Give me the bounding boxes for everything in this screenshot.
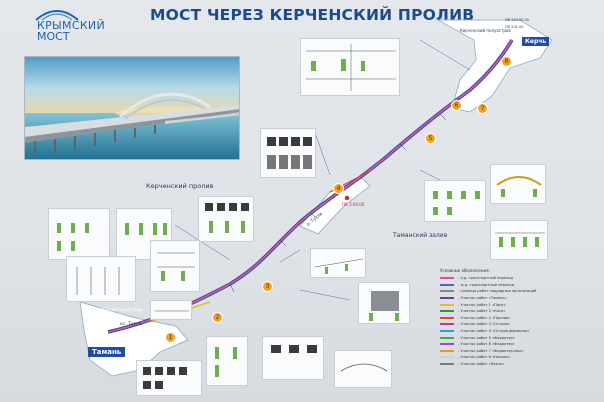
kerch-town-badge: Керчь: [522, 37, 550, 46]
legend-item-label: - Участок работ 2 «Пролив»: [458, 315, 511, 320]
legend-item: - граница работ подрядных организаций: [440, 288, 580, 295]
legend-item: - ж.д. транспортный переход: [440, 282, 580, 289]
pk-top-left-label: ПК 231.00: [505, 25, 524, 29]
legend-swatch: [440, 343, 454, 346]
legend-swatch: [440, 349, 454, 352]
legend-swatch: [440, 363, 454, 366]
legend-swatch: [440, 316, 454, 319]
legend-item-label: - граница работ подрядных организаций: [458, 289, 537, 294]
legend-item-label: - Участок работ 1 «Пирс»: [458, 302, 506, 307]
legend-item: - Участок работ 4 «Остров-фарватер»: [440, 328, 580, 335]
section-marker-6: 6: [451, 100, 462, 111]
drawing-card: [48, 208, 110, 260]
legend: Условные обозначения: - а.д. транспортны…: [440, 268, 580, 367]
legend-item-label: - Участок работ 5 «Фарватер»: [458, 335, 515, 340]
legend-item-label: - Участок работ «Керчь»: [458, 362, 505, 367]
legend-item: - Участок работ 6 «Фарватер»: [440, 341, 580, 348]
legend-item: - Участок работ 3 «Остров»: [440, 321, 580, 328]
legend-item: - Участок работ 8 «Насыпь»: [440, 354, 580, 361]
tuzla-spit-label: кс. Тузла: [120, 322, 142, 327]
legend-item-label: - Участок работ 4 «Остров-фарватер»: [458, 329, 530, 334]
drawing-card: [206, 336, 248, 386]
legend-title: Условные обозначения:: [440, 268, 490, 273]
page-title: МОСТ ЧЕРЕЗ КЕРЧЕНСКИЙ ПРОЛИВ: [150, 6, 475, 24]
legend-item-label: - Участок работ «Тамань»: [458, 296, 507, 301]
section-marker-1: 1: [165, 332, 176, 343]
legend-swatch: [440, 290, 454, 293]
taman-peninsula-label: Таманский полуостров: [94, 307, 143, 312]
drawing-card: [424, 180, 486, 222]
legend-item-label: - а.д. транспортный переход: [458, 276, 513, 281]
logo-text: КРЫМСКИЙ: [37, 19, 105, 32]
legend-swatch: [440, 303, 454, 306]
drawing-card: [260, 128, 316, 178]
bay-label: Таманский залив: [393, 232, 448, 239]
legend-item-label: - Участок работ 2 «Коса»: [458, 309, 506, 314]
section-marker-2: 2: [212, 312, 223, 323]
legend-item-label: - Участок работ 3 «Остров»: [458, 322, 510, 327]
drawing-card: [198, 196, 254, 242]
drawing-card: [310, 248, 366, 278]
legend-swatch: [440, 356, 454, 359]
drawing-card: [358, 282, 410, 324]
legend-swatch: [440, 323, 454, 326]
legend-swatch: [440, 297, 454, 300]
taman-town-badge: Тамань: [88, 347, 126, 357]
legend-item-label: - ж.д. транспортный переход: [458, 282, 514, 287]
legend-item: - Участок работ «Керчь»: [440, 361, 580, 368]
logo-text-secondary: МОСТ: [37, 30, 70, 43]
section-marker-4: 4: [333, 183, 344, 194]
legend-item: - Участок работ 2 «Коса»: [440, 308, 580, 315]
drawing-card: [66, 256, 136, 302]
legend-item-label: - Участок работ 6 «Фарватер»: [458, 342, 515, 347]
section-marker-3: 3: [262, 281, 273, 292]
legend-swatch: [440, 336, 454, 339]
legend-item-label: - Участок работ 8 «Насыпь»: [458, 355, 511, 360]
drawing-card: [150, 240, 200, 292]
drawing-card: [490, 164, 546, 204]
legend-swatch: [440, 330, 454, 333]
legend-swatch: [440, 277, 454, 280]
legend-item: - Участок работ 1 «Пирс»: [440, 301, 580, 308]
strait-label: Керченский пролив: [146, 182, 214, 190]
legend-item: - Участок работ «Тамань»: [440, 295, 580, 302]
drawing-card: [136, 360, 202, 396]
pk-label: ПК 3.00.00: [342, 202, 365, 207]
pk-top-right-label: ПК 203.00.00: [505, 18, 530, 22]
legend-item: - Участок работ 7 «Фарватер-мыс»: [440, 348, 580, 355]
legend-item-label: - Участок работ 7 «Фарватер-мыс»: [458, 348, 524, 353]
drawing-card: [490, 220, 548, 260]
bridge-photo: [24, 56, 240, 160]
legend-list: - а.д. транспортный переход- ж.д. трансп…: [440, 275, 580, 367]
legend-swatch: [440, 310, 454, 313]
legend-item: - а.д. транспортный переход: [440, 275, 580, 282]
legend-swatch: [440, 283, 454, 286]
drawing-card: [150, 300, 192, 320]
kerch-peninsula-label: Керченский полуостров: [460, 28, 511, 33]
drawing-card: [262, 336, 324, 380]
drawing-card: [300, 38, 400, 96]
legend-item: - Участок работ 2 «Пролив»: [440, 315, 580, 322]
drawing-card: [334, 350, 392, 388]
section-marker-7: 7: [477, 103, 488, 114]
legend-item: - Участок работ 5 «Фарватер»: [440, 334, 580, 341]
section-marker-8: 8: [501, 56, 512, 67]
crimean-bridge-logo-icon: [35, 10, 79, 21]
section-marker-5: 5: [425, 133, 436, 144]
